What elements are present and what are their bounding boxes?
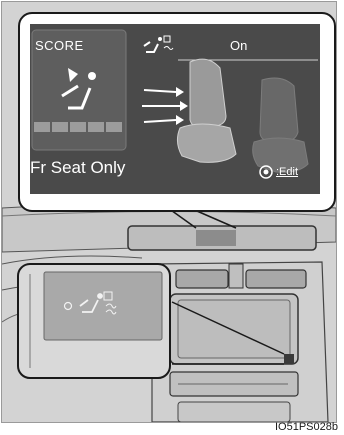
illustration-frame: SCORE On Fr Seat Only :Edit (1, 1, 337, 423)
mode-label: Fr Seat Only (30, 158, 125, 178)
multi-info-display: SCORE On Fr Seat Only :Edit (30, 24, 320, 194)
score-bar (34, 122, 50, 132)
score-bar (106, 122, 122, 132)
score-bar (88, 122, 104, 132)
score-bar (52, 122, 68, 132)
status-value: On (230, 38, 247, 53)
airflow-arrows (142, 87, 188, 125)
front-seat-icon (177, 59, 236, 162)
figure-reference-code: IO51PS028b (275, 421, 338, 433)
seat-fan-switch (44, 272, 162, 340)
rear-seat-icon (253, 78, 308, 172)
score-label: SCORE (35, 38, 84, 53)
score-level-bars (34, 122, 122, 132)
score-bar (70, 122, 86, 132)
header-seat-fan-icon (144, 36, 173, 52)
edit-label: :Edit (276, 166, 298, 178)
